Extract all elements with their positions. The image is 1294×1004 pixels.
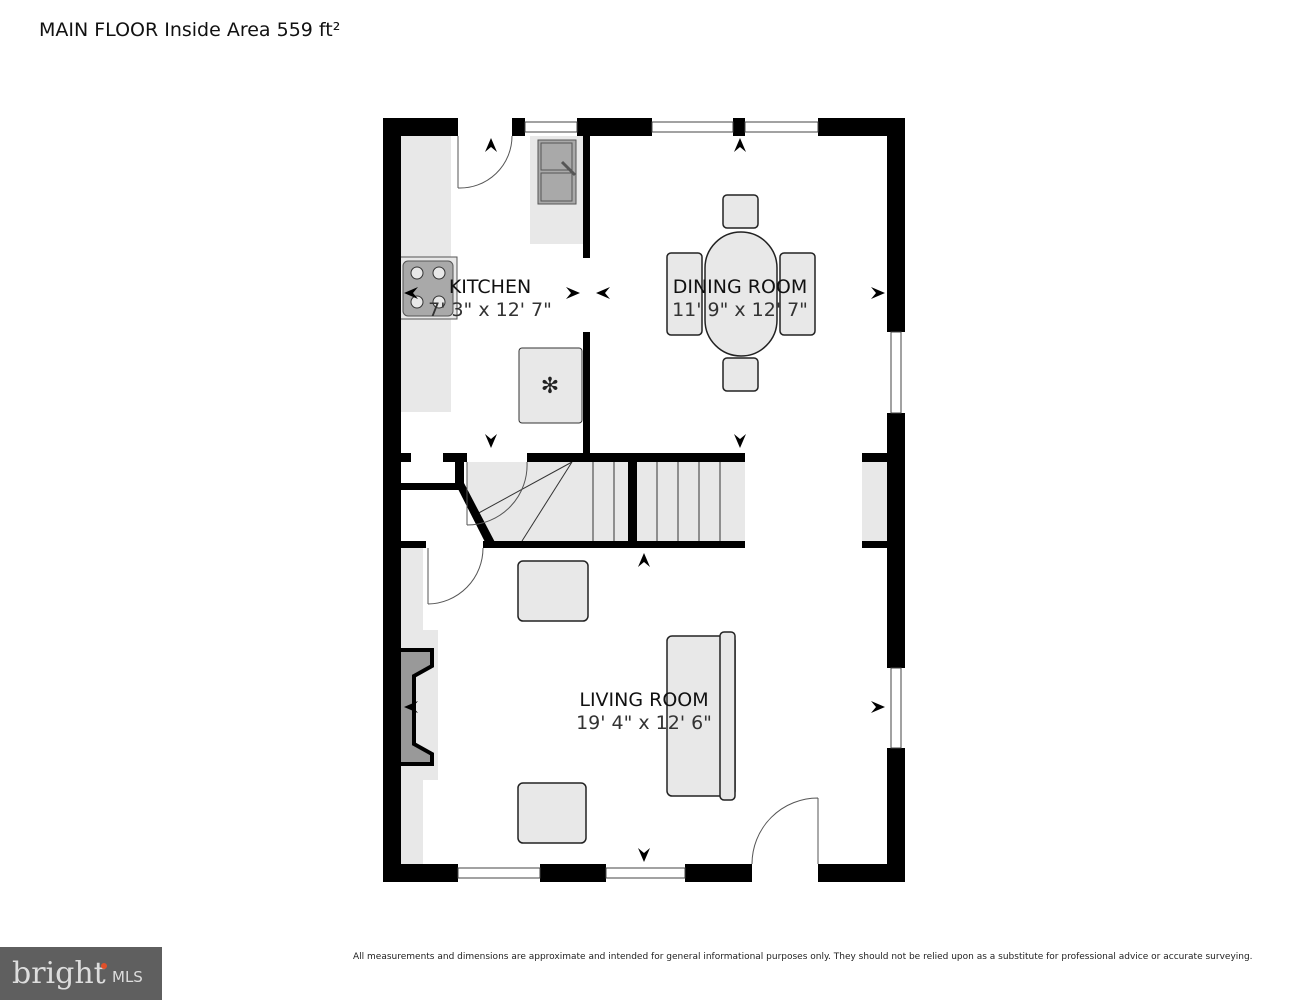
walls: [383, 118, 905, 882]
windows: [457, 121, 902, 879]
sofa-back: [719, 631, 736, 801]
fixtures: [401, 136, 887, 864]
armchair-icon: [517, 560, 589, 622]
svg-text:✻: ✻: [541, 374, 559, 399]
room-label-dining: DINING ROOM: [673, 276, 808, 298]
sink-icon: [537, 139, 577, 205]
room-label-kitchen: KITCHEN: [449, 276, 531, 298]
stair-treads: [572, 462, 745, 541]
doors[interactable]: [427, 135, 819, 865]
stair-door: [466, 461, 528, 526]
room-dimensions-living: 19' 4" x 12' 6": [576, 712, 712, 734]
stair-winder: [467, 462, 572, 541]
room-dimensions-dining: 11' 9" x 12' 7": [672, 299, 808, 321]
living-door: [427, 547, 484, 605]
floor-title: MAIN FLOOR Inside Area 559 ft²: [39, 19, 341, 41]
dimension-arrows: [404, 138, 885, 862]
svg-text:bright: bright: [12, 956, 106, 991]
kitchen-door: [457, 135, 513, 189]
armchair-icon: [517, 782, 587, 844]
refrigerator-icon: ✻: [518, 347, 583, 424]
living-furniture: [517, 560, 736, 844]
bright-mls-logo: bright MLS: [0, 947, 162, 1000]
stove-icon: [399, 256, 458, 320]
closet-shelf: [862, 462, 887, 541]
room-label-living: LIVING ROOM: [579, 689, 708, 711]
dining-table-icon: [666, 194, 816, 392]
svg-text:MLS: MLS: [112, 968, 143, 986]
disclaimer: All measurements and dimensions are appr…: [353, 952, 1253, 962]
entry-door: [751, 797, 819, 865]
room-dimensions-kitchen: 7' 3" x 12' 7": [428, 299, 552, 321]
stairs[interactable]: [474, 461, 721, 542]
